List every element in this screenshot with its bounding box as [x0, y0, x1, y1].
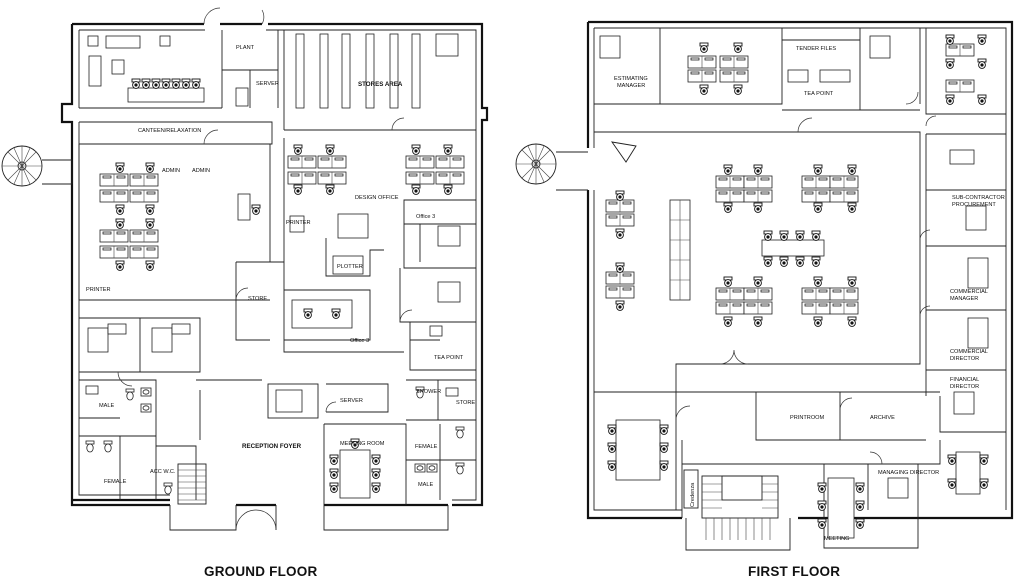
room-label-tender-files: TENDER FILES	[796, 46, 836, 52]
room-label-commercial-dir-1: COMMERCIAL	[950, 349, 988, 355]
first-floor-plan	[515, 20, 1014, 551]
room-label-male-left: MALE	[99, 403, 115, 409]
room-label-stores-area: STORES AREA	[358, 81, 403, 88]
room-label-managing-director: MANAGING DIRECTOR	[878, 470, 939, 476]
room-label-printer-1: PRINTER	[86, 287, 111, 293]
room-label-subcon-2: PROCUREMENT	[952, 202, 996, 208]
room-label-tea-point: TEA POINT	[434, 355, 464, 361]
room-label-canteen: CANTEEN/RELAXATION	[138, 128, 201, 134]
room-label-server-top: SERVER	[256, 81, 279, 87]
room-label-meeting: MEETING	[824, 536, 849, 542]
room-label-plant: PLANT	[236, 45, 255, 51]
spiral-stair-ground	[1, 145, 73, 187]
room-label-printer-2: PRINTER	[286, 220, 311, 226]
room-label-subcon-1: SUB-CONTRACTOR	[952, 195, 1005, 201]
room-label-office-3b: Office 3	[350, 338, 369, 344]
admin-desks	[99, 162, 261, 271]
room-label-estimating-1: ESTIMATING	[614, 76, 648, 82]
room-label-store-right: STORE	[456, 400, 475, 406]
room-label-estimating-2: MANAGER	[617, 83, 645, 89]
room-label-female-right: FEMALE	[415, 444, 438, 450]
room-label-server-bottom: SERVER	[340, 398, 363, 404]
stair-ground	[177, 463, 207, 505]
room-label-financial-2: DIRECTOR	[950, 384, 979, 390]
room-label-commercial-mgr-2: MANAGER	[950, 296, 978, 302]
room-label-commercial-dir-2: DIRECTOR	[950, 356, 979, 362]
room-label-admin-2: ADMIN	[192, 168, 210, 174]
room-label-male-right: MALE	[418, 482, 434, 488]
ground-floor-labels: PLANT SERVER STORES AREA CANTEEN/RELAXAT…	[86, 45, 475, 488]
design-desks	[287, 144, 465, 277]
stores-racks	[295, 33, 459, 109]
room-label-printroom: PRINTROOM	[790, 415, 825, 421]
room-label-credenza: Credenza	[690, 482, 696, 507]
title-first-floor: FIRST FLOOR	[748, 564, 840, 579]
room-label-female-left: FEMALE	[104, 479, 127, 485]
room-label-financial-1: FINANCIAL	[950, 377, 979, 383]
room-label-office-3a: Office 3	[416, 214, 435, 220]
room-label-reception: RECEPTION FOYER	[242, 443, 302, 450]
room-label-meeting-room: MEETING ROOM	[340, 441, 385, 447]
stair-first	[685, 475, 791, 551]
triangle-table	[611, 141, 637, 163]
room-label-commercial-mgr-1: COMMERCIAL	[950, 289, 988, 295]
room-label-archive: ARCHIVE	[870, 415, 895, 421]
room-label-acc-wc: ACC W.C.	[150, 469, 176, 475]
room-label-admin-1: ADMIN	[162, 168, 180, 174]
room-label-store-mid: STORE	[248, 296, 267, 302]
ground-floor-plan	[1, 7, 489, 531]
room-label-design-office: DESIGN OFFICE	[355, 195, 399, 201]
room-label-tea-point-first: TEA POINT	[804, 91, 834, 97]
spiral-stair-first	[515, 143, 588, 191]
title-ground-floor: GROUND FLOOR	[204, 564, 317, 579]
top-open-desks	[687, 42, 749, 95]
first-floor-labels: TENDER FILES ESTIMATING MANAGER TEA POIN…	[614, 46, 1005, 542]
central-filing	[669, 199, 691, 301]
room-label-shower: SHOWER	[416, 389, 441, 395]
room-label-plotter: PLOTTER	[337, 264, 363, 270]
